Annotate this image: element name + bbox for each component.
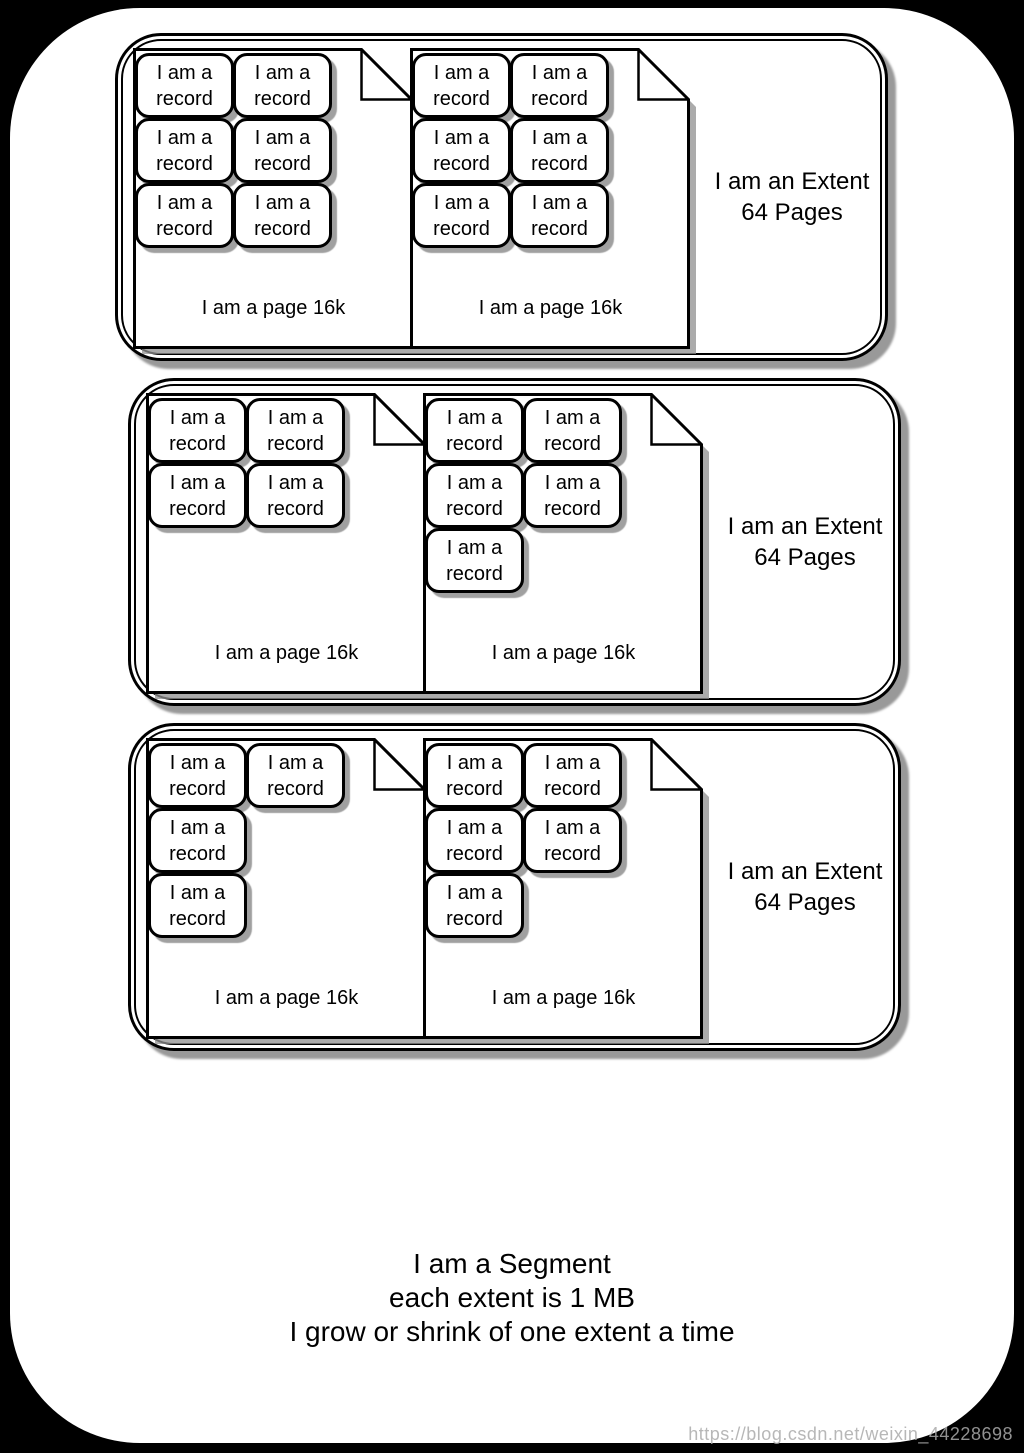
- record-box: I am a record: [135, 53, 234, 118]
- record-box: I am a record: [148, 463, 247, 528]
- page-label: I am a page 16k: [214, 987, 359, 1009]
- record-box: I am a record: [148, 743, 247, 808]
- page-label: I am a page 16k: [214, 642, 359, 664]
- record-box: I am a record: [425, 873, 524, 938]
- record-box: I am a record: [135, 183, 234, 248]
- record-box: I am a record: [510, 183, 609, 248]
- caption-line-1: I am a Segment: [413, 1248, 611, 1279]
- record-box: I am a record: [425, 463, 524, 528]
- record-box: I am a record: [148, 398, 247, 463]
- record-box: I am a record: [246, 398, 345, 463]
- extent-label-line1: I am an Extent: [727, 858, 883, 885]
- segment-caption: I am a Segment each extent is 1 MB I gro…: [10, 1247, 1014, 1349]
- page-label: I am a page 16k: [491, 987, 636, 1009]
- extent-label-line2: 64 Pages: [754, 544, 856, 571]
- page-label: I am a page 16k: [201, 297, 346, 319]
- record-box: I am a record: [233, 53, 332, 118]
- record-box: I am a record: [148, 808, 247, 873]
- record-box: I am a record: [135, 118, 234, 183]
- extent-label: I am an Extent 64 Pages: [706, 381, 904, 703]
- record-box: I am a record: [412, 53, 511, 118]
- record-box: I am a record: [425, 398, 524, 463]
- record-box: I am a record: [233, 118, 332, 183]
- extent-label-line1: I am an Extent: [714, 168, 870, 195]
- extent-label-line2: 64 Pages: [741, 199, 843, 226]
- record-box: I am a record: [233, 183, 332, 248]
- extent-label-line2: 64 Pages: [754, 889, 856, 916]
- record-box: I am a record: [425, 743, 524, 808]
- record-box: I am a record: [523, 808, 622, 873]
- extent-label: I am an Extent 64 Pages: [693, 36, 891, 358]
- record-box: I am a record: [523, 398, 622, 463]
- caption-line-3: I grow or shrink of one extent a time: [289, 1316, 735, 1347]
- record-box: I am a record: [412, 118, 511, 183]
- record-box: I am a record: [523, 743, 622, 808]
- record-box: I am a record: [510, 118, 609, 183]
- record-box: I am a record: [523, 463, 622, 528]
- record-box: I am a record: [425, 528, 524, 593]
- record-box: I am a record: [412, 183, 511, 248]
- extent-label: I am an Extent 64 Pages: [706, 726, 904, 1048]
- extent-label-line1: I am an Extent: [727, 513, 883, 540]
- record-box: I am a record: [246, 463, 345, 528]
- watermark-url: https://blog.csdn.net/weixin_44228698: [688, 1424, 1013, 1444]
- record-box: I am a record: [510, 53, 609, 118]
- caption-line-2: each extent is 1 MB: [389, 1282, 635, 1313]
- record-box: I am a record: [246, 743, 345, 808]
- page-label: I am a page 16k: [478, 297, 623, 319]
- record-box: I am a record: [425, 808, 524, 873]
- page-label: I am a page 16k: [491, 642, 636, 664]
- record-box: I am a record: [148, 873, 247, 938]
